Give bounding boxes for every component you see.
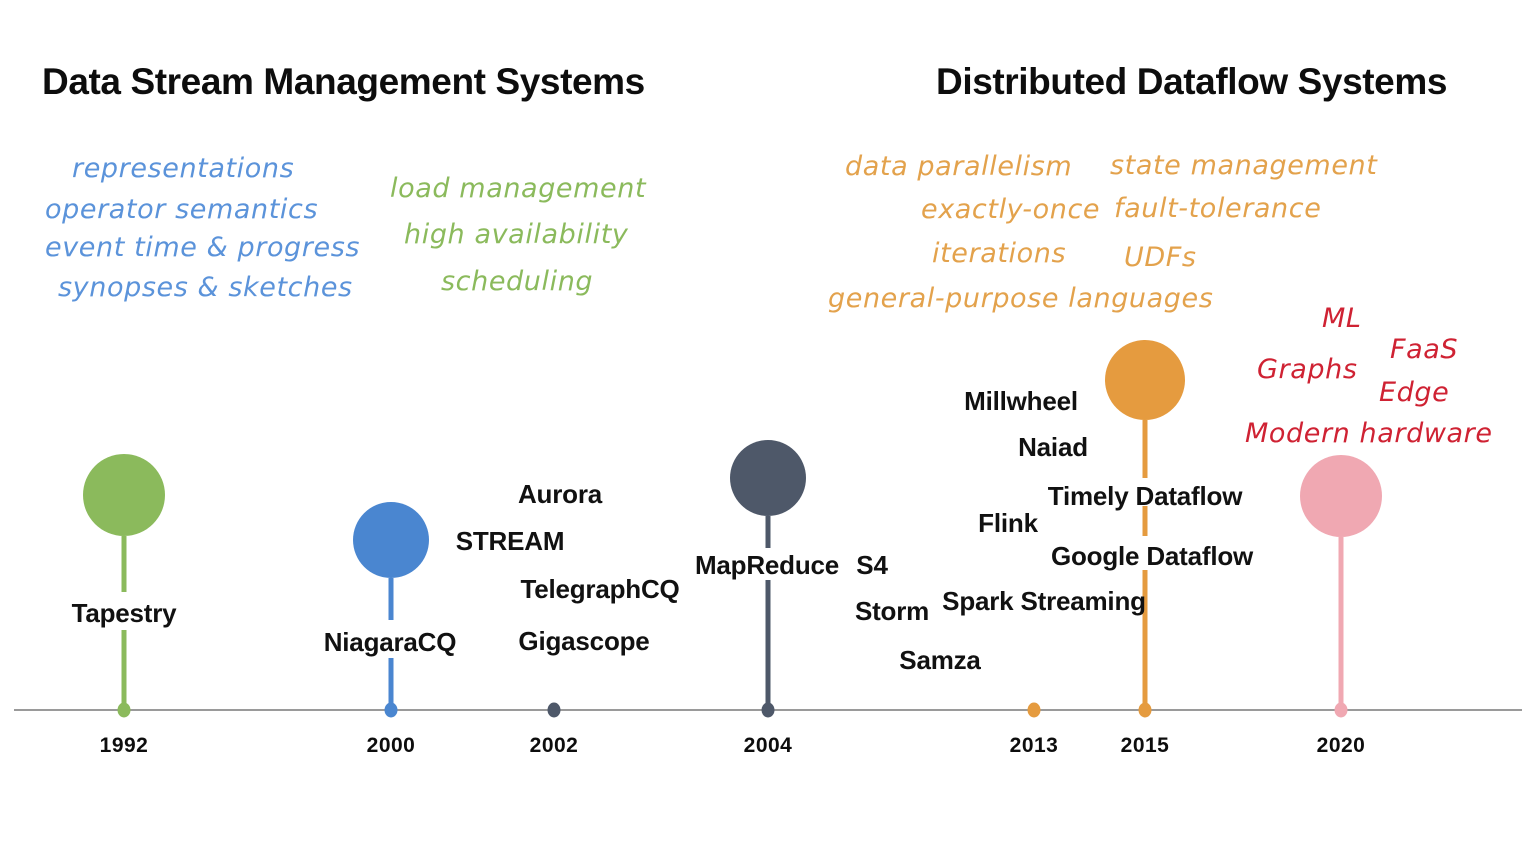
marker-2004-mapreduce-axis-dot: [761, 702, 775, 718]
marker-2004-mapreduce-stem-1: [765, 580, 771, 710]
system-label-telegraphcq: TelegraphCQ: [520, 574, 680, 604]
section-title-ddfs: Distributed Dataflow Systems: [936, 61, 1448, 102]
marker-2020-modern-bulb: [1300, 455, 1382, 537]
system-label-s4: S4: [856, 550, 888, 580]
system-label-aurora: Aurora: [517, 479, 603, 509]
marker-2020-modern-stem-0: [1338, 537, 1344, 710]
keyword-ddfs-orange-topics-4: iterations: [932, 238, 1067, 269]
system-label-millwheel: Millwheel: [964, 386, 1078, 416]
keyword-dsms-green-topics-1: high availability: [404, 219, 629, 250]
section-title-dsms: Data Stream Management Systems: [42, 61, 645, 102]
marker-2015-dataflow-stem-0: [1142, 420, 1148, 478]
keyword-ddfs-orange-topics-3: fault-tolerance: [1114, 193, 1322, 224]
marker-1992-tapestry-axis-dot: [117, 702, 131, 718]
marker-2004-mapreduce-stem-0: [765, 516, 771, 548]
marker-2015-dataflow-axis-dot: [1138, 702, 1152, 718]
marker-2000-niagaracq-bulb: [353, 502, 429, 578]
keyword-ddfs-red-topics-1: FaaS: [1390, 334, 1459, 365]
year-label-2000: 2000: [366, 734, 416, 757]
marker-2002-plain-axis-dot: [547, 702, 561, 718]
marker-2020-modern-axis-dot: [1334, 702, 1348, 718]
keyword-dsms-blue-topics-0: representations: [72, 153, 295, 184]
marker-2015-dataflow-stem-1: [1142, 506, 1148, 536]
system-label-storm: Storm: [854, 596, 930, 626]
year-label-2020: 2020: [1316, 734, 1366, 757]
marker-1992-tapestry-bulb: [83, 454, 165, 536]
system-label-samza: Samza: [899, 645, 981, 675]
keyword-ddfs-red-topics-3: Edge: [1379, 377, 1450, 408]
marker-2015-dataflow-stem-2: [1142, 570, 1148, 710]
system-label-google-dataflow: Google Dataflow: [1050, 541, 1254, 571]
keyword-dsms-blue-topics-3: synopses & sketches: [58, 272, 353, 303]
keyword-dsms-green-topics-2: scheduling: [441, 266, 594, 297]
system-label-niagaracq: NiagaraCQ: [323, 627, 457, 657]
keyword-ddfs-orange-topics-5: UDFs: [1124, 242, 1197, 273]
system-label-naiad: Naiad: [1018, 432, 1088, 462]
marker-2000-niagaracq-stem-0: [388, 578, 394, 620]
system-label-flink: Flink: [978, 508, 1038, 538]
year-label-2002: 2002: [529, 734, 579, 757]
keyword-ddfs-red-topics-4: Modern hardware: [1245, 418, 1493, 449]
keyword-dsms-blue-topics-2: event time & progress: [45, 232, 361, 263]
marker-1992-tapestry-stem-0: [121, 536, 127, 592]
marker-2013-plain-axis-dot: [1027, 702, 1041, 718]
year-label-2004: 2004: [743, 734, 793, 757]
year-label-1992: 1992: [99, 734, 149, 757]
system-label-stream: STREAM: [455, 526, 565, 556]
keyword-dsms-blue-topics-1: operator semantics: [45, 194, 319, 225]
keyword-ddfs-red-topics-0: ML: [1322, 303, 1362, 334]
system-label-tapestry: Tapestry: [71, 598, 177, 628]
keyword-ddfs-orange-topics-2: exactly-once: [921, 194, 1101, 225]
system-label-gigascope: Gigascope: [518, 626, 650, 656]
keyword-dsms-green-topics-0: load management: [390, 173, 647, 204]
keyword-ddfs-red-topics-2: Graphs: [1257, 354, 1358, 385]
keyword-ddfs-orange-topics-1: state management: [1110, 150, 1378, 181]
marker-2000-niagaracq-axis-dot: [384, 702, 398, 718]
system-label-timely-dataflow: Timely Dataflow: [1047, 481, 1243, 511]
marker-1992-tapestry-stem-1: [121, 630, 127, 710]
keyword-ddfs-orange-topics-6: general-purpose languages: [828, 283, 1214, 314]
keyword-ddfs-orange-topics-0: data parallelism: [845, 151, 1073, 182]
year-label-2015: 2015: [1120, 734, 1170, 757]
system-label-mapreduce: MapReduce: [694, 550, 840, 580]
marker-2004-mapreduce-bulb: [730, 440, 806, 516]
marker-2015-dataflow-bulb: [1105, 340, 1185, 420]
system-label-spark-streaming: Spark Streaming: [942, 586, 1146, 616]
year-label-2013: 2013: [1009, 734, 1059, 757]
marker-2000-niagaracq-stem-1: [388, 658, 394, 710]
